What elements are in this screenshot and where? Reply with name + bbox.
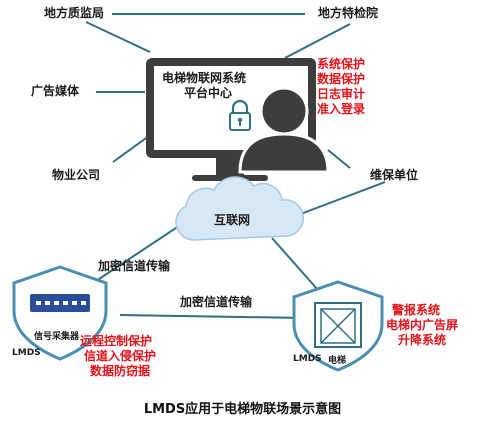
platform-feature: 准入登录	[317, 102, 366, 116]
collector-features: 远程控制保护 信道入侵保护 数据防窃据	[80, 334, 156, 379]
platform-title-line1: 电梯物联网系统	[162, 71, 247, 85]
lock-icon	[229, 99, 251, 131]
line-top-right-platform	[284, 23, 351, 59]
collector-label: 信号采集器	[34, 332, 80, 342]
node-maintenance-unit: 维保单位	[370, 168, 419, 182]
figure-caption: LMDS应用于电梯物联场景示意图	[143, 402, 342, 417]
platform-title-line2: 平台中心	[184, 86, 233, 100]
internet-label: 互联网	[214, 213, 251, 227]
platform-feature: 系统保护	[317, 57, 366, 71]
line-maintenance-cloud	[289, 181, 386, 219]
link-encrypted-lower: 加密信道传输	[180, 295, 253, 309]
line-collector-elevator	[119, 314, 306, 319]
node-ad-media: 广告媒体	[31, 84, 80, 98]
elevator-feature: 电梯内广告屏	[386, 318, 459, 332]
collector-feature: 信道入侵保护	[84, 349, 157, 363]
admin-user-icon	[238, 86, 330, 174]
elevator-shield-icon	[292, 280, 384, 372]
elevator-tag: LMDS	[293, 354, 322, 364]
line-maintenance-platform	[327, 149, 351, 169]
collector-shield-icon	[12, 265, 108, 361]
internet-cloud-icon	[175, 176, 304, 241]
line-cloud-collector	[89, 221, 186, 286]
line-top-left-platform	[85, 21, 151, 53]
collector-tag: LMDS	[12, 348, 41, 358]
elevator-feature: 警报系统	[392, 303, 441, 317]
platform-feature: 日志审计	[317, 87, 366, 101]
line-cloud-elevator	[271, 237, 319, 291]
connector-lines	[85, 13, 386, 319]
elevator-label: 电梯	[328, 356, 347, 366]
link-encrypted-upper: 加密信道传输	[98, 259, 171, 273]
node-quality-bureau: 地方质监局	[44, 6, 105, 20]
collector-feature: 数据防窃据	[90, 364, 151, 378]
collector-feature: 远程控制保护	[80, 334, 153, 348]
elevator-feature: 升降系统	[398, 333, 447, 347]
platform-features: 系统保护 数据保护 日志审计 准入登录	[317, 57, 365, 117]
node-inspection-institute: 地方特检院	[318, 6, 379, 20]
node-property-company: 物业公司	[52, 168, 101, 182]
elevator-features: 警报系统 电梯内广告屏 升降系统	[386, 303, 458, 348]
platform-feature: 数据保护	[317, 72, 366, 86]
